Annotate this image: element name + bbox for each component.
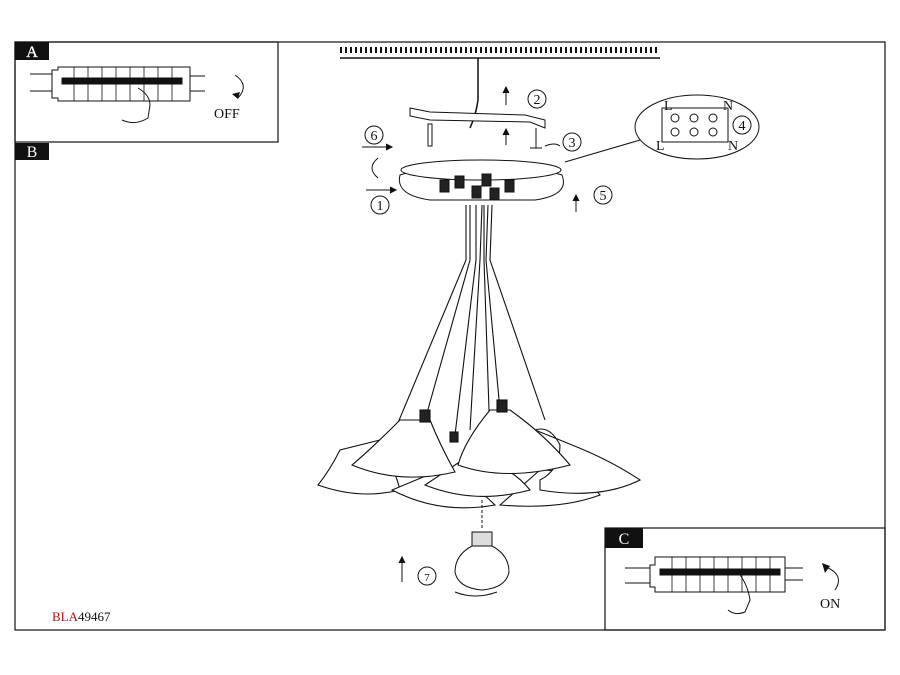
panel-a: A OFF xyxy=(14,41,279,143)
step-6-label: 6 xyxy=(371,129,378,144)
off-label: OFF xyxy=(214,107,240,122)
terminal-l-top: L xyxy=(664,99,673,114)
terminal-l-bottom: L xyxy=(656,139,665,154)
step-3-label: 3 xyxy=(569,136,576,151)
product-code: BLA49467 xyxy=(52,609,111,625)
light-bulb-icon xyxy=(454,500,510,591)
breaker-panel-icon xyxy=(30,66,205,124)
ceiling-canopy-icon xyxy=(398,159,564,201)
pendant-cords xyxy=(394,204,546,441)
step-7-label: 7 xyxy=(424,572,430,584)
panel-b-label: B xyxy=(27,144,38,161)
terminal-n-bottom: N xyxy=(728,139,738,154)
step-4-label: 4 xyxy=(739,119,746,134)
step-1-label: 1 xyxy=(377,199,384,214)
step-5-label: 5 xyxy=(600,189,607,204)
step-2-label: 2 xyxy=(534,93,541,108)
panel-c: C ON xyxy=(604,527,886,631)
panel-a-label: A xyxy=(26,44,38,61)
terminal-n-top: N xyxy=(723,99,733,114)
product-code-prefix: BLA xyxy=(52,609,78,624)
arrow-on-icon xyxy=(825,566,839,591)
ceiling-icon xyxy=(340,47,660,59)
breaker-panel-icon xyxy=(625,556,803,615)
terminal-block-callout xyxy=(564,94,760,163)
arrow-off-icon xyxy=(234,74,244,99)
lamp-shades-icon xyxy=(317,399,642,509)
product-code-number: 49467 xyxy=(78,609,111,624)
supply-cable xyxy=(469,58,479,129)
panel-c-label: C xyxy=(619,531,630,548)
screw-plug-icon xyxy=(427,123,542,149)
main-frame xyxy=(14,41,886,631)
on-label: ON xyxy=(820,597,840,612)
mounting-bracket-icon xyxy=(409,107,546,129)
